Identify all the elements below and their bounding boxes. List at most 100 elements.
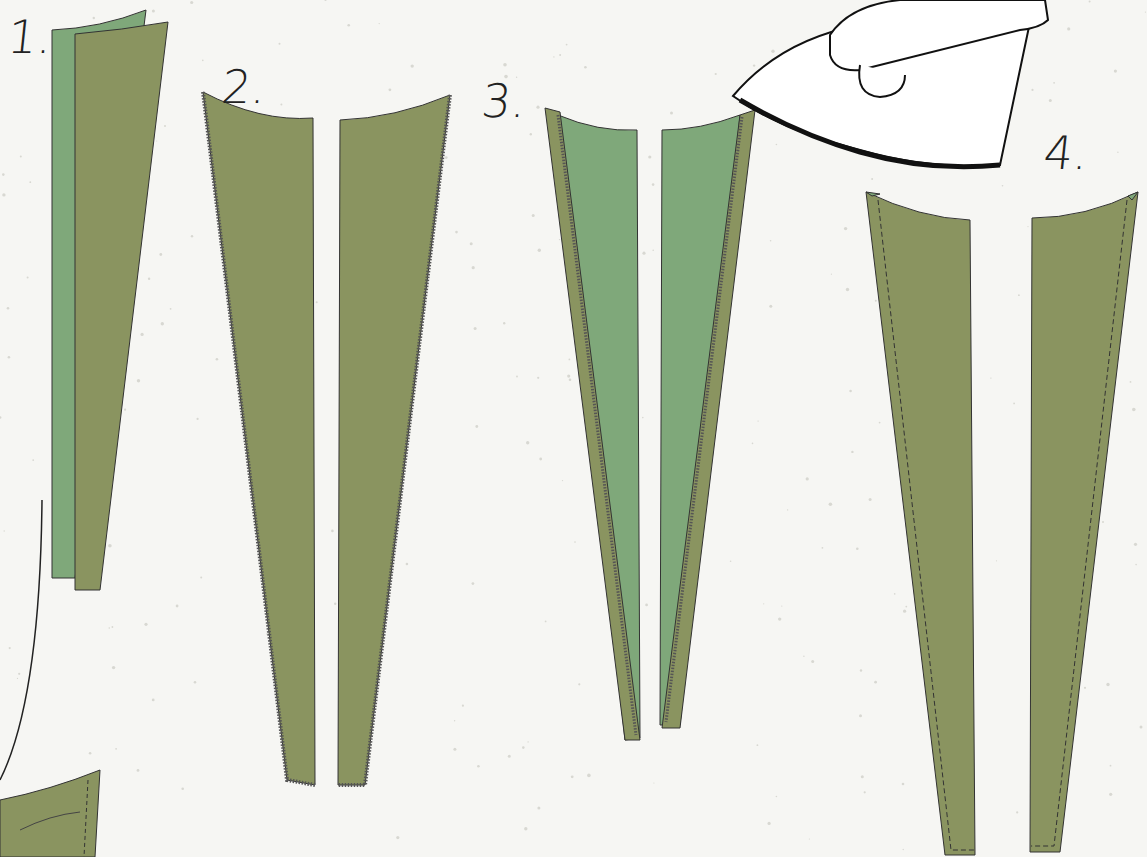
speckle <box>524 827 527 830</box>
step-number: 2. <box>220 64 269 110</box>
speckle <box>905 606 907 608</box>
speckle <box>503 63 507 67</box>
speckle <box>411 64 414 67</box>
speckle <box>1067 27 1070 30</box>
speckle <box>197 418 199 420</box>
speckle <box>652 183 655 186</box>
speckle <box>574 541 576 543</box>
speckle <box>1018 294 1020 296</box>
speckle <box>18 673 20 675</box>
speckle <box>648 155 651 158</box>
speckle <box>1013 403 1015 405</box>
speckle <box>869 498 872 501</box>
speckle <box>472 266 475 269</box>
speckle <box>757 420 758 421</box>
speckle <box>0 416 1 418</box>
speckle <box>670 112 673 115</box>
speckle <box>829 502 833 506</box>
speckle <box>396 836 399 839</box>
speckle <box>455 231 458 234</box>
speckle <box>569 378 572 381</box>
speckle <box>334 603 336 605</box>
iron <box>733 0 1048 167</box>
partial-piece <box>0 500 100 857</box>
speckle <box>1145 12 1146 13</box>
speckle <box>990 377 991 378</box>
speckle <box>653 782 654 783</box>
speckle <box>822 547 824 549</box>
speckle <box>879 422 881 424</box>
speckle <box>176 605 179 608</box>
speckle <box>108 544 112 548</box>
speckle <box>1106 683 1109 686</box>
speckle <box>776 796 778 798</box>
speckle <box>190 1 193 4</box>
speckle <box>537 807 540 810</box>
speckle <box>730 560 732 562</box>
speckle <box>1089 1 1091 3</box>
speckle <box>753 64 755 66</box>
speckle <box>844 227 847 230</box>
speckle <box>545 621 547 623</box>
speckle <box>642 252 645 255</box>
speckle <box>996 560 997 561</box>
speckle <box>316 301 318 303</box>
speckle <box>652 249 654 251</box>
speckle <box>856 547 859 550</box>
speckle <box>530 133 532 135</box>
speckle <box>161 322 164 325</box>
speckle <box>752 443 754 445</box>
speckle <box>526 441 529 444</box>
speckle <box>769 305 772 308</box>
speckle <box>532 214 535 217</box>
speckle <box>874 681 877 684</box>
speckle <box>770 240 772 242</box>
speckle <box>152 9 155 12</box>
speckle <box>200 577 202 579</box>
speckle <box>109 627 111 629</box>
speckle <box>191 235 193 237</box>
step2-pieces <box>203 92 450 785</box>
speckle <box>1114 70 1117 73</box>
speckle <box>536 106 539 109</box>
speckle <box>831 274 832 275</box>
speckle <box>538 249 541 252</box>
speckle <box>7 307 10 310</box>
speckle <box>771 50 774 53</box>
speckle <box>124 409 126 411</box>
speckle <box>159 253 162 256</box>
speckle <box>170 308 172 310</box>
speckle <box>778 617 781 620</box>
speckle <box>527 741 528 742</box>
step4-pieces <box>866 192 1138 855</box>
speckle <box>1130 381 1132 383</box>
speckle <box>776 144 778 146</box>
speckle <box>216 358 219 361</box>
speckle <box>787 509 788 510</box>
speckle <box>1049 99 1052 102</box>
speckle <box>347 24 350 27</box>
speckle <box>1140 726 1143 729</box>
speckle <box>474 327 477 330</box>
speckle <box>137 379 140 382</box>
speckle <box>156 140 157 141</box>
speckle <box>2 173 5 176</box>
speckle <box>559 239 560 240</box>
speckle <box>553 56 554 57</box>
speckle <box>280 104 282 106</box>
speckle <box>516 376 518 378</box>
speckle <box>645 604 648 607</box>
speckle <box>809 838 810 839</box>
speckle <box>1084 687 1086 689</box>
speckle <box>202 60 204 62</box>
speckle <box>571 775 574 778</box>
speckle <box>8 356 11 359</box>
speckle <box>715 73 717 75</box>
speckle <box>566 44 568 46</box>
speckle <box>141 333 144 336</box>
speckle <box>1134 543 1137 546</box>
speckle <box>1027 226 1028 227</box>
step-number: 1. <box>6 14 55 60</box>
speckle <box>164 125 166 127</box>
